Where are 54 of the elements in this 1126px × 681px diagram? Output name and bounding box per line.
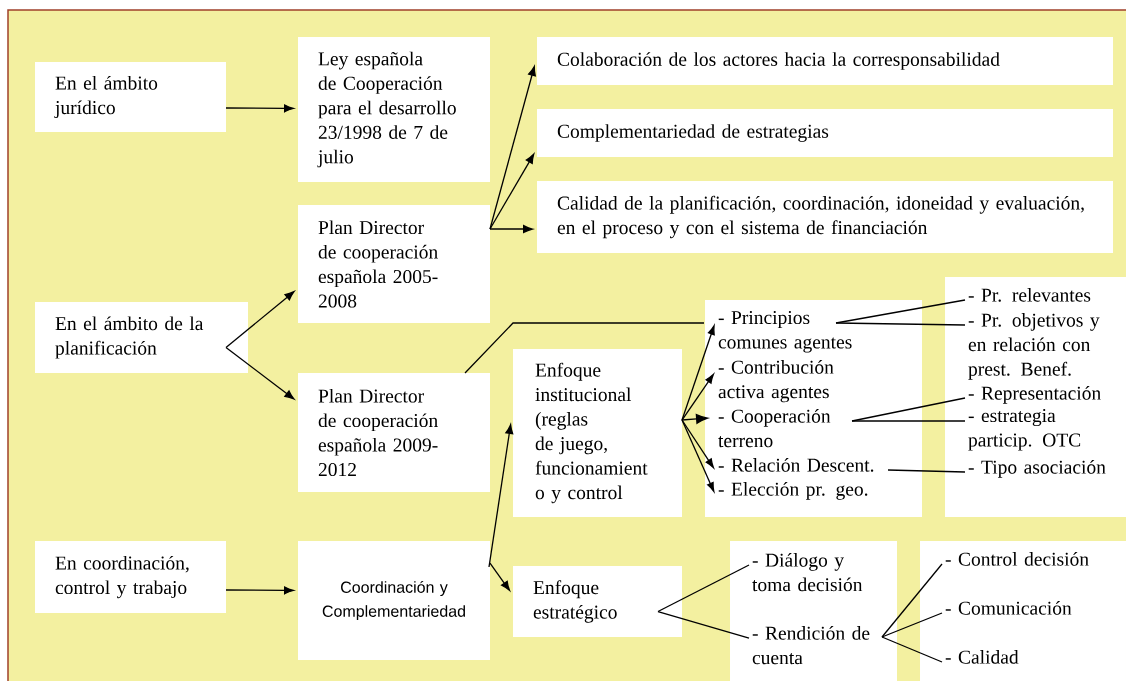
connector-line <box>881 563 943 638</box>
arrow <box>681 373 714 421</box>
arrow <box>681 325 715 421</box>
arrow <box>225 346 295 400</box>
list-box <box>945 277 1126 517</box>
list-item: - estrategia particip. OTC <box>968 409 1081 451</box>
arrow <box>489 65 536 230</box>
text-box: Enfoque institucional (reglas de juego, funcionamient o y control <box>513 349 682 517</box>
arrow <box>681 419 714 469</box>
text-box: Plan Director de cooperación española 2009- 2012 <box>298 373 490 492</box>
arrow <box>681 414 709 424</box>
connector-line <box>835 322 966 326</box>
connector-line <box>881 636 943 663</box>
list-item: - Diálogo y toma decisión <box>752 553 863 592</box>
list-box <box>920 541 1126 681</box>
list-item: - Contribución activa agentes <box>718 360 834 403</box>
connector-line <box>657 564 750 613</box>
arrow <box>488 424 514 568</box>
arrow <box>681 419 715 492</box>
list-item: - Pr. relevantes <box>968 288 1091 302</box>
text-box: Plan Director de cooperación española 2005- 2008 <box>298 205 490 323</box>
text-box: Ley española de Cooperación para el desarrollo 23/1998 de 7 de julio <box>298 37 490 182</box>
text-box: Calidad de la planificación, coordinación, idoneidad y evaluación, en el proceso y con el sistema de financiación <box>537 181 1113 253</box>
arrow <box>489 562 511 591</box>
list-item: - Principios comunes agentes <box>718 311 852 353</box>
text-box: En el ámbito jurídico <box>35 62 226 132</box>
list-item: - Tipo asociación <box>968 460 1106 478</box>
list-item: - Calidad <box>945 650 1019 664</box>
connector-line <box>881 612 943 638</box>
arrow <box>225 586 294 595</box>
text-box: Coordinación y Complementariedad <box>298 541 490 660</box>
text-box: Enfoque estratégico <box>513 566 682 637</box>
list-item: - Elección pr. geo. <box>718 482 868 500</box>
list-item: - Relación Descent. <box>718 458 874 472</box>
text-box: Colaboración de los actores hacia la corresponsabilidad <box>537 37 1113 85</box>
connector-line <box>851 420 966 422</box>
list-item: - Comunicación <box>945 601 1072 615</box>
arrow <box>489 225 533 233</box>
connector-line <box>464 322 705 374</box>
list-box <box>705 300 922 517</box>
text-box: En el ámbito de la planificación <box>35 302 248 373</box>
arrow <box>225 104 294 113</box>
list-item: - Rendición de cuenta <box>752 626 870 665</box>
arrow <box>225 291 295 349</box>
text-box: En coordinación, control y trabajo <box>35 541 226 613</box>
list-item: - Pr. objetivos y en relación con prest. Benef. <box>968 313 1100 380</box>
arrow <box>489 153 535 230</box>
connector-line <box>887 469 966 473</box>
list-item: - Cooperación terreno <box>718 409 831 448</box>
list-item: - Representación <box>968 386 1101 404</box>
text-box: Complementariedad de estrategias <box>537 109 1113 157</box>
list-box <box>730 541 897 681</box>
list-item: - Control decisión <box>945 552 1089 566</box>
connector-line <box>657 610 750 639</box>
